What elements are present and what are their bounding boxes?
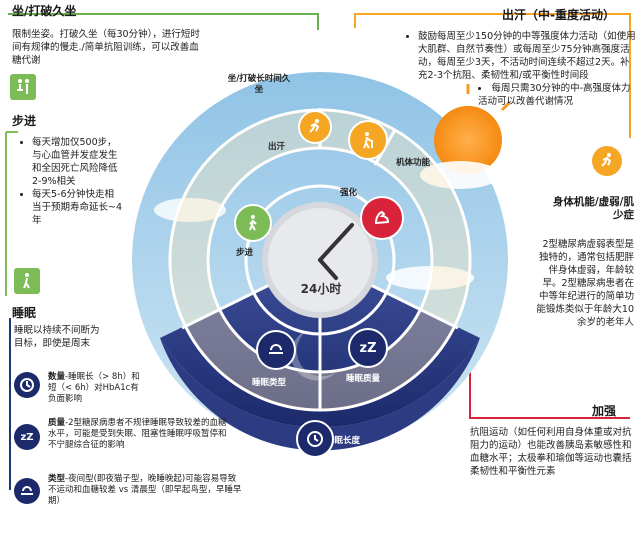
- sun-icon: [434, 106, 502, 174]
- sleep-intro: 睡眠以持续不间断为目标，即使是周末: [14, 325, 100, 349]
- wheel-seg-strength: 强化: [340, 188, 358, 198]
- strength-body: 抗阻运动（如任何利用自身体重或对抗阻力的运动）也能改善胰岛素敏感性和血糖水平；太…: [470, 427, 632, 477]
- wheel-seg-sleep-type: 睡眠类型: [252, 378, 287, 388]
- sleep-length-icon: [296, 420, 334, 458]
- exercise-bullet: 鼓励每周至少150分钟的中等强度体力活动（如使用大肌群、自然节奏性）或每周至少7…: [418, 30, 638, 82]
- walking-bullets: 每天增加仅500步，与心血管并发症发生和全因死亡风险降低2-9%相关 每天5-6…: [20, 136, 122, 227]
- running-icon: [298, 110, 332, 144]
- break-sitting-icon: [10, 74, 36, 100]
- wheel-center-label: 24小时: [300, 282, 342, 296]
- sedentary-body: 限制坐姿。打破久坐（每30分钟），进行短时间有规律的慢走./简单抗阻训练，可以改…: [12, 29, 200, 66]
- walking-bullet: 每天增加仅500步，与心血管并发症发生和全因死亡风险降低2-9%相关: [32, 136, 122, 188]
- frailty-bullet: 2型糖尿病虚弱表型是独特的，通常包括肥胖伴身体虚弱，年龄较早。2型糖尿病患者在中…: [536, 239, 634, 328]
- wheel-seg-sweat: 出汗: [268, 142, 286, 152]
- exercise-bullet: 每周只需30分钟的中-高强度体力活动可以改善代谢情况: [418, 82, 638, 108]
- sleep-title: 睡眠: [12, 306, 37, 320]
- sleep-item-quality: 质量-2型糖尿病患者不规律睡眠导致较差的血糖水平，可能是受到失眠、阻塞性睡眠呼吸…: [48, 418, 232, 451]
- strength-title: 加强: [592, 404, 617, 418]
- frailty-title: 身体机能/虚弱/肌少症: [552, 196, 634, 221]
- sleep-item-label: 数量: [48, 372, 66, 382]
- frailty-bullets: 2型糖尿病虚弱表型是独特的，通常包括肥胖伴身体虚弱，年龄较早。2型糖尿病患者在中…: [534, 238, 634, 329]
- sleep-item-text: -2型糖尿病患者不规律睡眠导致较差的血糖水平，可能是受到失眠、阻塞性睡眠呼吸暂停…: [48, 418, 227, 450]
- walking-title: 步进: [12, 114, 37, 128]
- walking-person-icon: [14, 268, 40, 294]
- sleep-quantity-icon: [14, 372, 40, 398]
- sedentary-title: 坐/打破久坐: [12, 4, 77, 18]
- sleep-quality-icon: zZ: [348, 328, 388, 368]
- wheel-seg-sleep-quality: 睡眠质量: [346, 374, 381, 384]
- wheel-seg-sedentary: 坐/打破长时间久坐: [227, 74, 291, 95]
- elder-walking-icon: [348, 120, 388, 160]
- exercise-bullets: 鼓励每周至少150分钟的中等强度体力活动（如使用大肌群、自然节奏性）或每周至少7…: [406, 30, 638, 108]
- sleep-type-small-icon: [14, 478, 40, 504]
- walking-bullet: 每天5-6分钟快走相当于预期寿命延长~4年: [32, 188, 122, 227]
- sleep-item-quantity: 数量-睡眠长（> 8h）和短（< 6h）对HbA1c有负面影响: [48, 372, 140, 405]
- sleep-item-text: -夜间型(即夜猫子型，晚睡晚起)可能容易导致不运动和血糖较差 vs 清晨型（即早…: [48, 474, 242, 506]
- sleep-type-icon: [256, 330, 296, 370]
- muscle-arm-icon: [360, 196, 404, 240]
- wheel-seg-sleep-length: 睡眠长度: [326, 436, 361, 446]
- sleep-item-label: 类型: [48, 474, 66, 484]
- wheel-seg-walk: 步进: [236, 248, 254, 258]
- sleep-item-label: 质量: [48, 418, 66, 428]
- sleep-item-text: -睡眠长（> 8h）和短（< 6h）对HbA1c有负面影响: [48, 372, 140, 404]
- wheel-seg-function: 机体功能: [396, 158, 431, 168]
- sleep-quality-small-icon: zZ: [14, 424, 40, 450]
- walking-icon: [234, 204, 272, 242]
- sleep-item-type: 类型-夜间型(即夜猫子型，晚睡晚起)可能容易导致不运动和血糖较差 vs 清晨型（…: [48, 474, 244, 507]
- runner-side-icon: [592, 146, 622, 176]
- exercise-title: 出汗（中-重度活动）: [502, 8, 615, 22]
